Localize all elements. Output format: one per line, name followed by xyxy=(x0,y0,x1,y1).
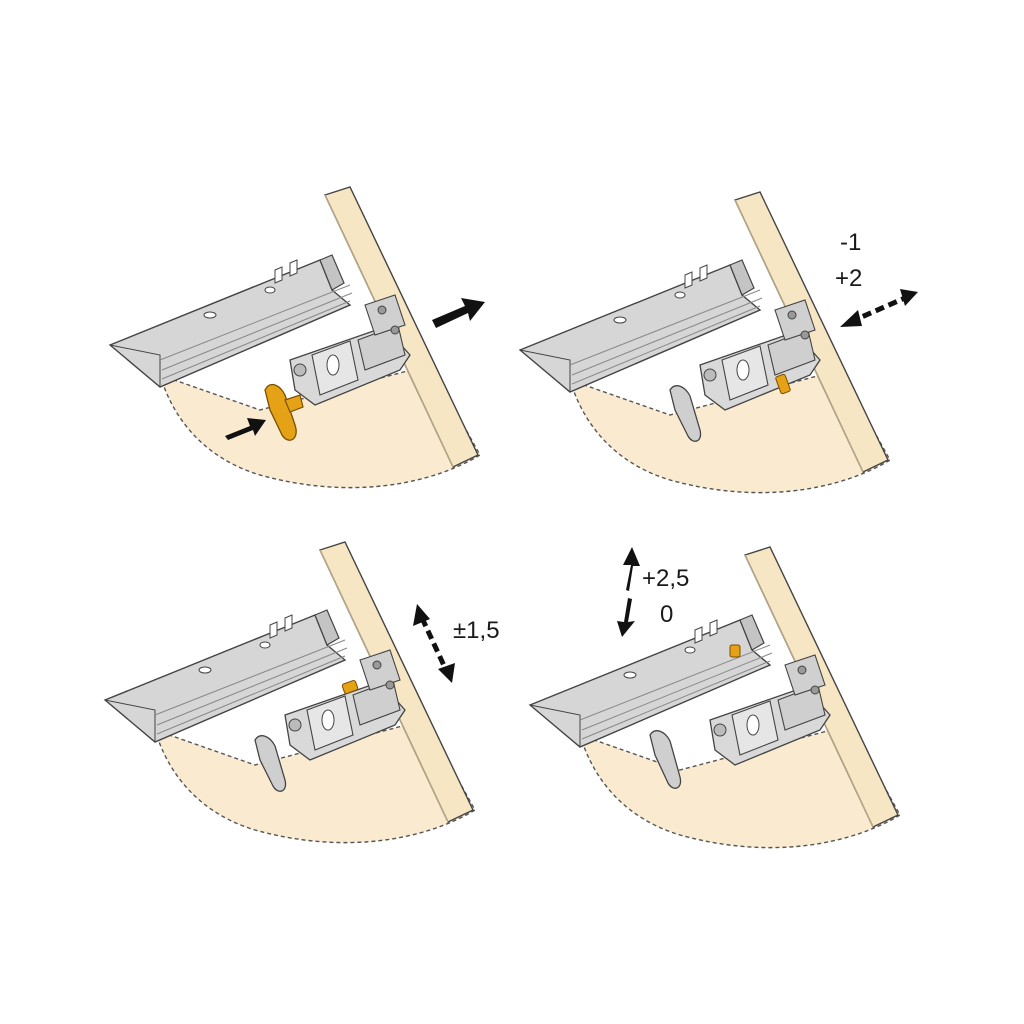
push-arrow-icon xyxy=(225,418,266,440)
lever-grey xyxy=(254,735,287,792)
depth-adjust-wheel xyxy=(775,373,791,395)
height-up-arrow-icon xyxy=(623,547,640,591)
lever-grey xyxy=(669,385,702,442)
side-adjust-wheel xyxy=(341,679,359,695)
pull-out-arrow-icon xyxy=(432,298,485,328)
panel-step-4 xyxy=(529,546,901,849)
label-height-up: +2,5 xyxy=(642,565,690,592)
height-adjust-wheel xyxy=(729,644,741,658)
side-adjust-arrow-icon xyxy=(413,604,455,683)
panel-step-1 xyxy=(109,186,481,489)
panel-step-3 xyxy=(104,541,476,844)
label-depth-plus: +2 xyxy=(835,265,863,292)
release-lever xyxy=(264,383,297,441)
height-down-arrow-icon xyxy=(617,598,635,637)
panel-step-2 xyxy=(519,191,891,494)
label-side-range: ±1,5 xyxy=(453,617,500,644)
label-depth-minus: -1 xyxy=(840,229,862,256)
lever-grey xyxy=(649,730,682,789)
label-height-down: 0 xyxy=(660,601,674,628)
depth-adjust-arrow-icon xyxy=(840,289,918,327)
